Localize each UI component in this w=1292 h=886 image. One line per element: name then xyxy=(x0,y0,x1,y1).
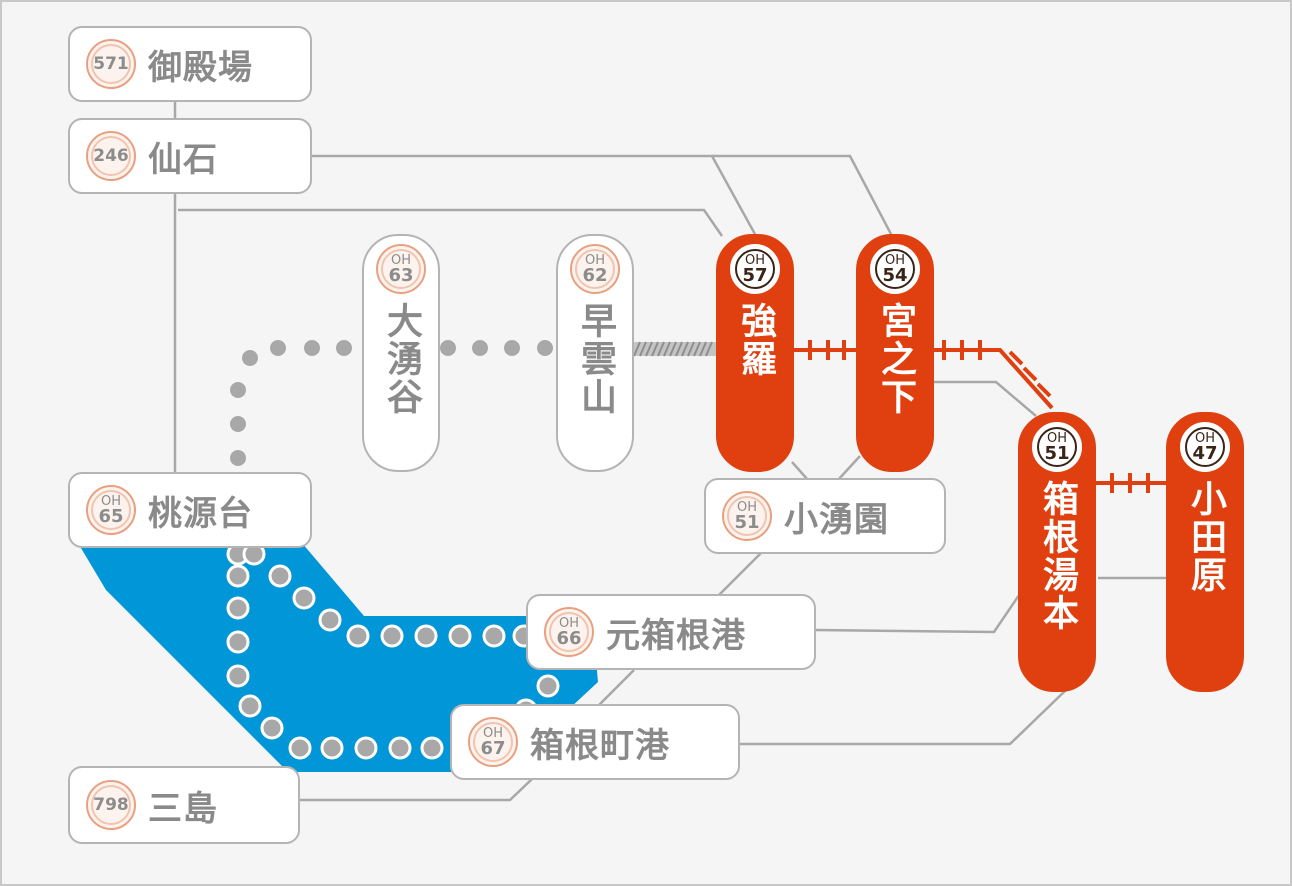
station-name: 早雲山 xyxy=(575,302,616,416)
line-code: OH xyxy=(100,493,121,509)
station-mishima[interactable]: 798 三島 xyxy=(68,766,300,844)
station-name: 仙石 xyxy=(148,139,218,180)
line-code: OH xyxy=(584,252,605,268)
station-name: 桃源台 xyxy=(148,493,253,534)
station-name: 小田原 xyxy=(1185,480,1226,594)
line-code: OH xyxy=(482,725,503,741)
station-name: 大湧谷 xyxy=(381,302,422,416)
station-name: 強羅 xyxy=(735,302,776,378)
station-number-badge: 571 xyxy=(86,39,136,89)
line-code: OH xyxy=(1046,430,1067,446)
line-code: OH xyxy=(884,252,905,268)
station-name: 箱根湯本 xyxy=(1037,480,1078,632)
station-name: 元箱根港 xyxy=(606,615,746,656)
station-number: 51 xyxy=(1044,442,1070,464)
line-code: OH xyxy=(744,252,765,268)
line-code: OH xyxy=(1194,430,1215,446)
ropeway xyxy=(230,340,716,466)
station-number: 246 xyxy=(93,145,129,166)
station-number: 54 xyxy=(882,264,908,286)
station-number: 63 xyxy=(388,264,414,286)
bus-routes xyxy=(173,100,1166,802)
station-number: 66 xyxy=(556,627,582,649)
line-code: OH xyxy=(558,615,579,631)
station-number: 67 xyxy=(480,737,506,759)
line-code: OH xyxy=(736,499,757,515)
station-name: 三島 xyxy=(148,788,218,829)
station-number-badge: 798 xyxy=(86,780,136,830)
rail-line xyxy=(794,340,1168,493)
station-number: 47 xyxy=(1192,442,1218,464)
station-number: 62 xyxy=(582,264,608,286)
station-name: 御殿場 xyxy=(148,47,253,88)
station-number-badge: 246 xyxy=(86,131,136,181)
station-sengoku[interactable]: 246 仙石 xyxy=(68,118,312,194)
station-name: 小湧園 xyxy=(784,499,889,540)
station-number: 51 xyxy=(734,511,760,533)
station-name: 箱根町港 xyxy=(530,725,670,766)
ropeway-dots xyxy=(230,340,553,466)
cable-car-hatch xyxy=(633,341,713,357)
station-number: 65 xyxy=(98,505,124,527)
station-name: 宮之下 xyxy=(875,302,916,416)
station-number: 798 xyxy=(93,794,129,815)
station-number: 57 xyxy=(742,264,768,286)
station-gotemba[interactable]: 571 御殿場 xyxy=(68,26,312,102)
station-number: 571 xyxy=(93,53,129,74)
line-code: OH xyxy=(390,252,411,268)
